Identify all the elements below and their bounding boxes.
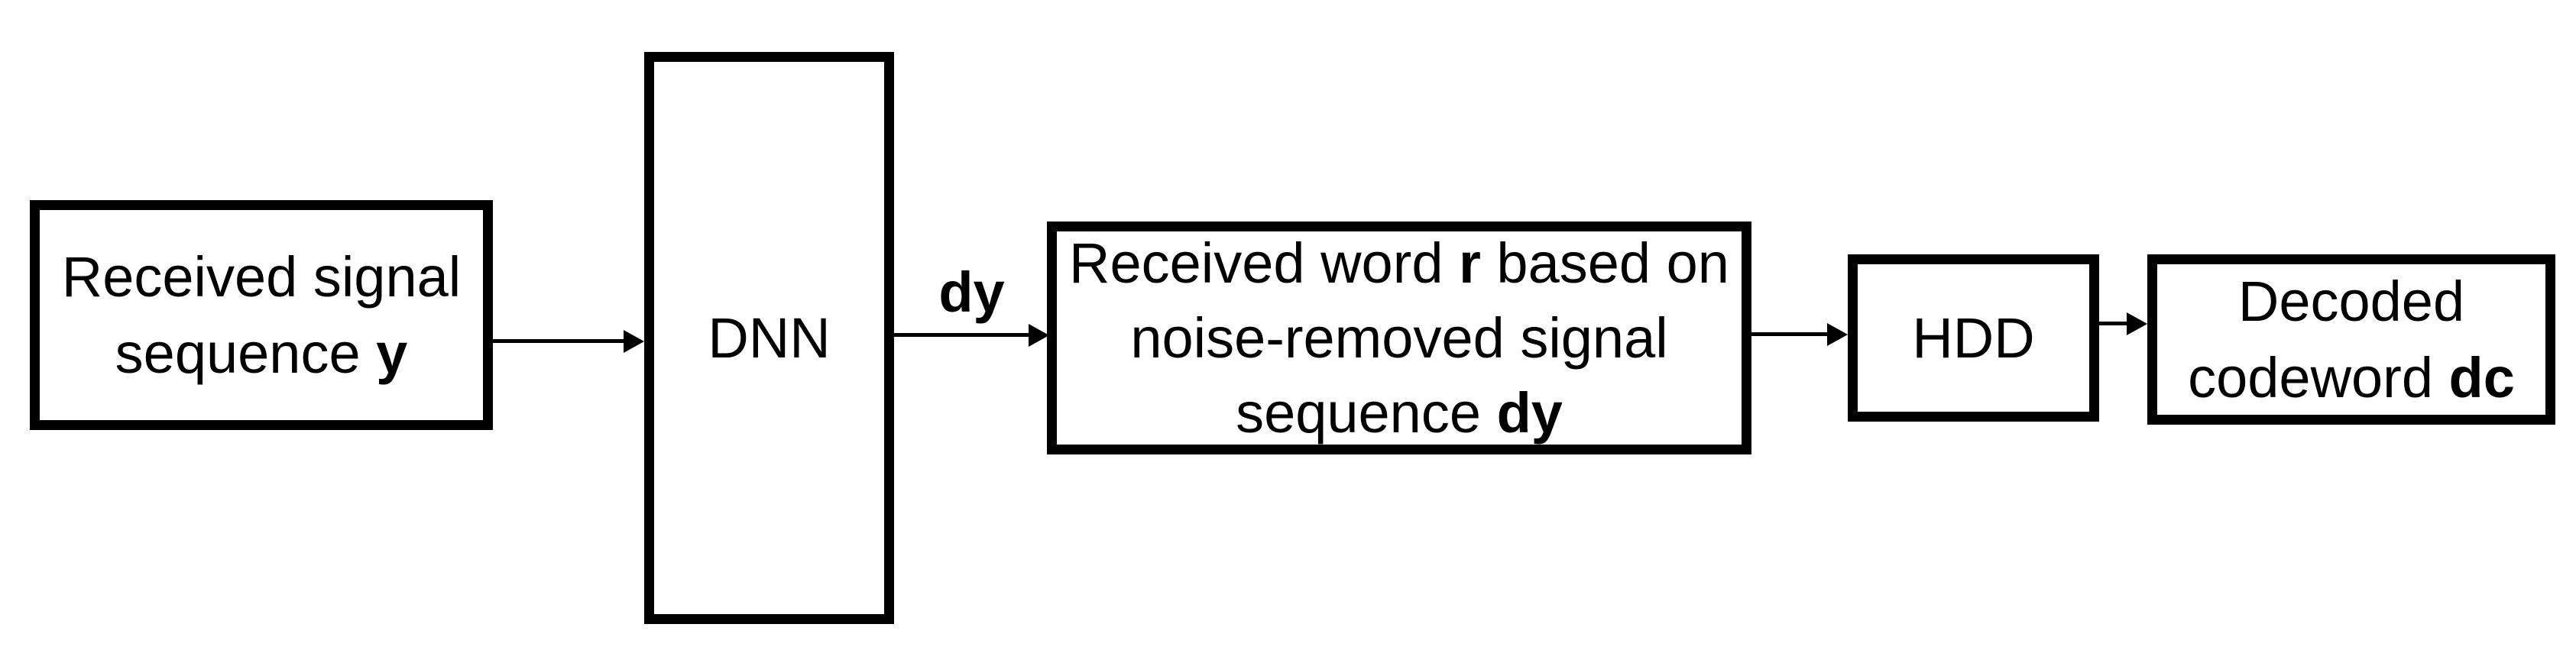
- node-label-line: sequence dy: [1236, 376, 1563, 451]
- node-received-signal-sequence: Received signal sequence y: [30, 200, 493, 430]
- node-label-line: noise-removed signal: [1130, 301, 1667, 376]
- node-label-line: Received signal: [62, 239, 461, 315]
- label-text: sequence: [1236, 380, 1497, 445]
- label-text: Received signal: [61, 244, 462, 309]
- label-text: sequence: [115, 321, 377, 385]
- node-label-line: sequence y: [115, 315, 408, 392]
- node-label-line: HDD: [1912, 300, 2034, 377]
- label-text: codeword: [2188, 345, 2449, 409]
- edge-label-dy: dy: [938, 260, 1005, 324]
- label-text-bold: dy: [1496, 380, 1563, 445]
- label-text-bold: dc: [2448, 345, 2515, 409]
- node-label-line: Decoded: [2238, 264, 2464, 340]
- node-label-line: codeword dc: [2188, 340, 2515, 416]
- label-text-bold: r: [1459, 231, 1481, 295]
- label-text: DNN: [708, 306, 831, 370]
- label-text: Decoded: [2237, 269, 2465, 333]
- label-text: Received word: [1069, 231, 1460, 295]
- label-text: noise-removed signal: [1130, 306, 1668, 370]
- node-received-word: Received word r based on noise-removed s…: [1047, 222, 1751, 454]
- label-text: HDD: [1912, 306, 2035, 370]
- label-text-bold: y: [376, 321, 408, 385]
- arrow-received-signal-to-dnn: [493, 339, 624, 343]
- arrow-received-word-to-hdd: [1751, 332, 1827, 336]
- arrow-hdd-to-decoded: [2099, 322, 2127, 325]
- arrow-dnn-to-received-word: [894, 333, 1029, 337]
- node-dnn: DNN: [644, 52, 894, 624]
- label-text: based on: [1480, 231, 1729, 295]
- node-label-line: Received word r based on: [1069, 226, 1729, 301]
- node-hdd: HDD: [1848, 254, 2099, 422]
- node-label-line: DNN: [708, 300, 830, 377]
- node-decoded-codeword: Decoded codeword dc: [2147, 254, 2555, 425]
